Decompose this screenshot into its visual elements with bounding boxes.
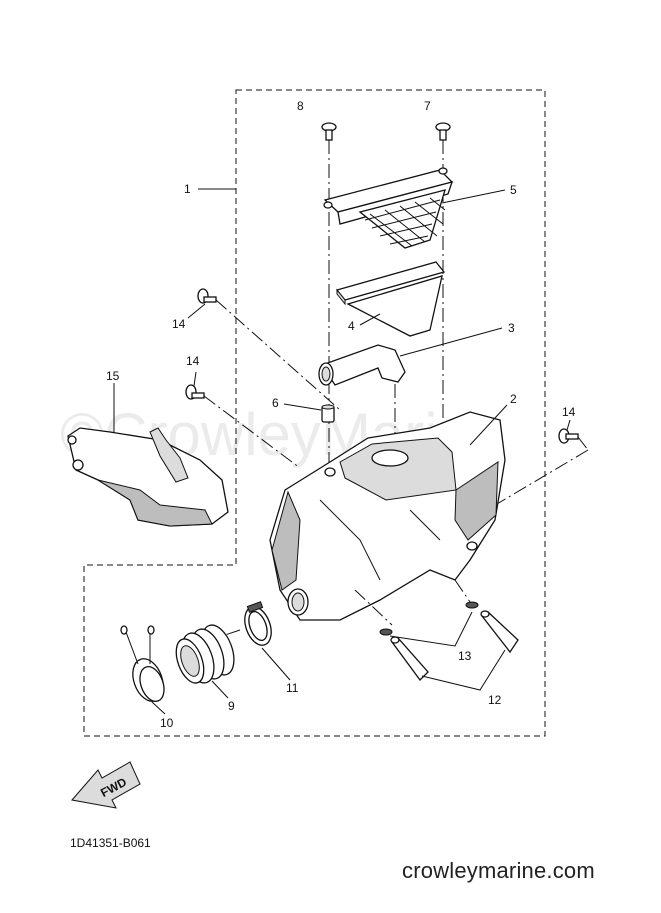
label-part-9: 9 — [228, 699, 235, 713]
drain-hose-part-12-right — [480, 610, 519, 654]
label-part-12: 12 — [488, 693, 502, 707]
leader-10 — [151, 701, 166, 715]
label-part-14-upper: 14 — [172, 317, 186, 331]
axis-bolt-14-left — [203, 395, 301, 469]
axis-bolt-14-upper — [215, 299, 341, 411]
label-part-5: 5 — [510, 183, 517, 197]
label-part-6: 6 — [272, 396, 279, 410]
screw-7 — [435, 122, 451, 141]
leader-14-right — [566, 419, 571, 431]
bolt-14-upper — [197, 288, 217, 304]
label-part-13: 13 — [458, 649, 472, 663]
leader-2 — [469, 404, 508, 446]
leader-13 — [389, 611, 473, 647]
leader-6 — [283, 403, 322, 411]
leader-4 — [359, 313, 381, 326]
forward-direction-arrow-icon: FWD — [71, 761, 141, 809]
leader-14-left — [193, 371, 197, 387]
assembly-boundary — [83, 89, 546, 737]
label-part-4: 4 — [348, 319, 355, 333]
label-part-10: 10 — [160, 716, 174, 730]
air-box-body-part-2 — [269, 411, 506, 621]
axis-hose-left — [354, 589, 393, 626]
label-part-8: 8 — [297, 99, 304, 113]
label-part-1: 1 — [184, 182, 191, 196]
drawing-code: 1D41351-B061 — [70, 836, 151, 850]
label-part-14-right: 14 — [562, 405, 576, 419]
intake-joint-part-9 — [175, 624, 235, 684]
filter-element-part-4 — [335, 261, 446, 337]
filter-frame-part-5 — [323, 167, 454, 249]
axis-bolt-14-right-b — [577, 436, 589, 451]
label-part-2: 2 — [510, 392, 517, 406]
drain-hose-part-12-left — [390, 636, 429, 681]
label-part-14-left: 14 — [186, 354, 200, 368]
hose-clip-part-13-left — [379, 628, 393, 636]
clamp-part-11 — [244, 601, 272, 646]
bolt-14-left — [185, 384, 205, 400]
screw-8 — [321, 122, 337, 141]
label-part-7: 7 — [424, 99, 431, 113]
bolt-14-right — [558, 428, 579, 444]
spacer-part-6 — [321, 404, 335, 423]
label-part-11: 11 — [286, 681, 299, 695]
elbow-pipe-part-3 — [318, 344, 406, 386]
spring-part-10 — [120, 625, 165, 702]
cover-part-15 — [67, 427, 229, 527]
leader-11 — [261, 647, 291, 681]
leader-5 — [441, 189, 506, 204]
hose-clip-part-13-right — [465, 601, 479, 609]
site-name: crowleymarine.com — [402, 858, 595, 883]
label-part-15: 15 — [106, 369, 120, 383]
axis-hose-right — [454, 579, 471, 603]
leader-12 — [421, 649, 506, 691]
leader-14-upper — [187, 303, 206, 319]
leader-3 — [399, 327, 503, 357]
leader-9 — [211, 680, 229, 699]
label-part-3: 3 — [508, 321, 515, 335]
